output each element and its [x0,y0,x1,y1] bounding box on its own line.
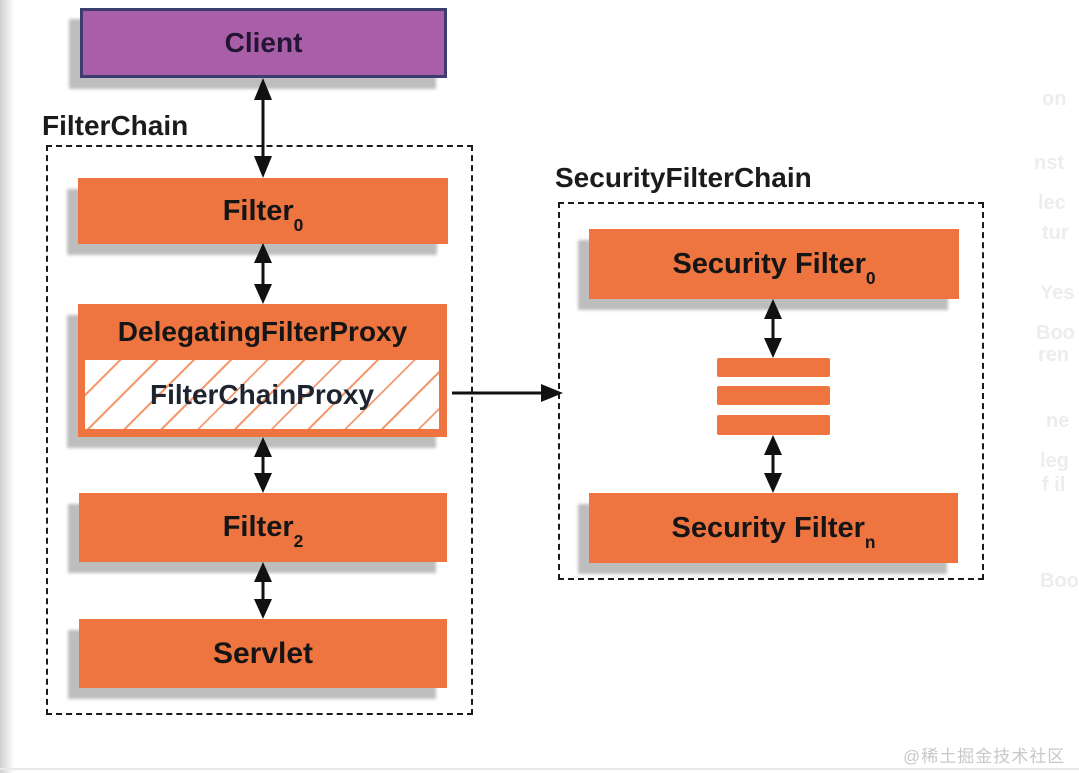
security-filtern-label: Security Filtern [671,511,876,552]
background-text-fragment: f il [1042,474,1066,496]
page-edge-gradient [0,0,14,773]
background-text-fragment: ren [1038,344,1070,366]
filter-chain-proxy-box: FilterChainProxy [85,360,439,429]
filter0-label: Filter0 [222,194,304,235]
security-filter-ellipsis-bar [717,386,830,405]
background-text-fragment: on [1042,88,1067,110]
filterchain-dashed-box [46,145,473,715]
background-text-fragment: Boo [1036,322,1075,344]
delegating-filter-proxy-box: DelegatingFilterProxy FilterChainProxy [78,304,447,437]
security-filtern-box: Security Filtern [589,493,958,563]
background-text-fragment: Boo [1040,570,1079,592]
background-text-fragment: Yes [1040,282,1075,304]
security-filter0-box: Security Filter0 [589,229,959,299]
background-text-fragment: ne [1046,410,1070,432]
security-filter0-label: Security Filter0 [672,247,876,288]
client-label: Client [224,27,303,58]
filter0-box: Filter0 [78,178,448,244]
background-text-fragment: nst [1034,152,1064,174]
filter2-box: Filter2 [79,493,447,562]
filter-chain-proxy-label: FilterChainProxy [149,378,375,410]
delegating-filter-proxy-label: DelegatingFilterProxy [117,316,408,347]
background-text-fragment: leg [1040,450,1069,472]
background-text-fragment: tur [1042,222,1069,244]
filterchain-title: FilterChain [42,110,189,141]
client-box: Client [80,8,447,78]
servlet-label: Servlet [212,636,314,670]
juejin-watermark: @稀土掘金技术社区 [903,747,1066,766]
page-bottom-divider [0,768,1079,770]
security-filterchain-title: SecurityFilterChain [555,162,812,193]
servlet-box: Servlet [79,619,447,688]
background-text-fragment: lec [1038,192,1066,214]
security-filter-ellipsis-bar [717,358,830,377]
security-filter-ellipsis-bar [717,415,830,435]
filter2-label: Filter2 [222,511,304,552]
